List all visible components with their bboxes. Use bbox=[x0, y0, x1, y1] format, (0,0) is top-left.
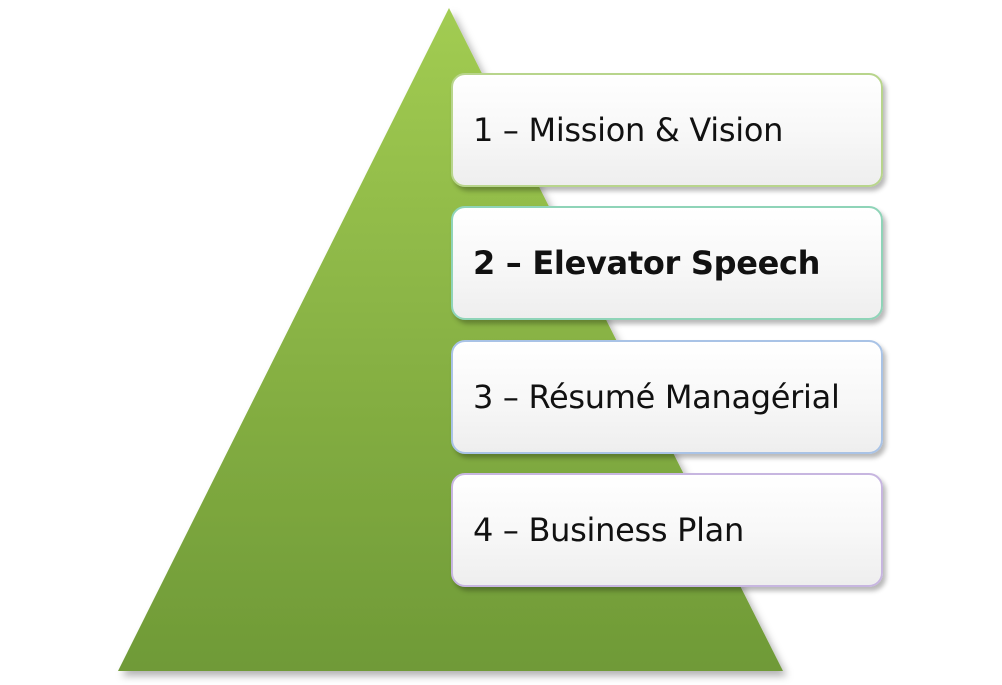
pyramid-level-3-box: 3 – Résumé Managérial bbox=[451, 340, 883, 454]
pyramid-level-4-box: 4 – Business Plan bbox=[451, 473, 883, 587]
pyramid-level-2-label: 2 – Elevator Speech bbox=[473, 244, 821, 282]
pyramid-level-1-box: 1 – Mission & Vision bbox=[451, 73, 883, 187]
pyramid-level-2-box: 2 – Elevator Speech bbox=[451, 206, 883, 320]
pyramid-level-3-label: 3 – Résumé Managérial bbox=[473, 378, 840, 416]
pyramid-level-4-label: 4 – Business Plan bbox=[473, 511, 744, 549]
pyramid-level-1-label: 1 – Mission & Vision bbox=[473, 111, 784, 149]
